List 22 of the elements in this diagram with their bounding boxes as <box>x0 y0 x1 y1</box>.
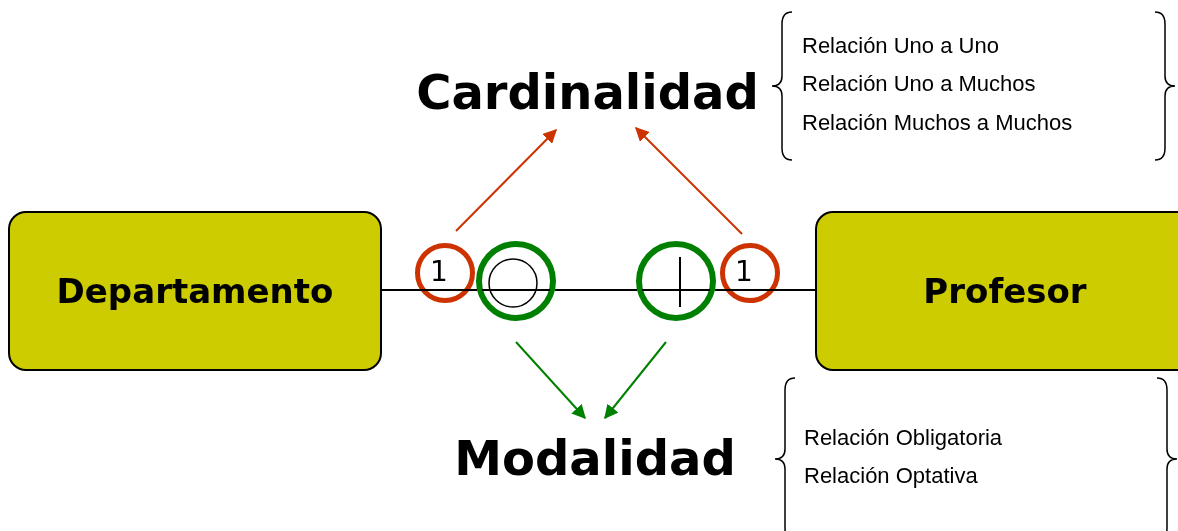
connector-line <box>381 289 421 291</box>
cardinality-circle: 1 <box>720 243 780 303</box>
heading-text: Modalidad <box>455 428 735 488</box>
list-item-text: Relación Muchos a Muchos <box>802 110 1073 136</box>
connector-line <box>714 289 726 291</box>
arrow <box>455 129 557 232</box>
list-item-text: Relación Obligatoria <box>804 425 1003 451</box>
arrow <box>515 341 586 420</box>
connector-line <box>469 289 478 291</box>
connector-line <box>774 289 816 291</box>
modality-circle <box>636 241 716 321</box>
connector-line <box>554 289 638 291</box>
list-item-text: Relación Optativa <box>804 463 978 489</box>
cardinality-circle: 1 <box>415 243 475 303</box>
list-item-text: Relación Uno a Uno <box>802 33 999 59</box>
arrow <box>604 341 667 420</box>
modality-circle <box>476 241 556 321</box>
arrow <box>635 127 743 235</box>
list-item-text: Relación Uno a Muchos <box>802 71 1036 97</box>
entity-box: Departamento <box>8 211 382 371</box>
entity-box: Profesor <box>815 211 1178 371</box>
heading-text: Cardinalidad <box>415 62 760 122</box>
